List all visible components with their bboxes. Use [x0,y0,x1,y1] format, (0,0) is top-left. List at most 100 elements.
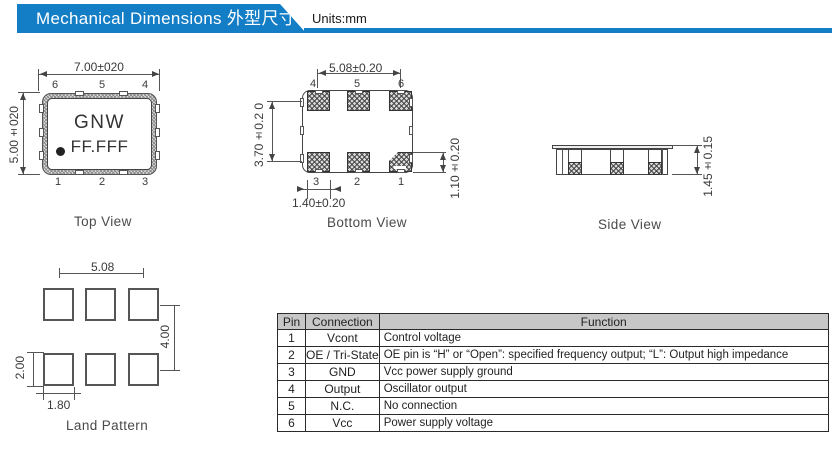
top-view-label: Top View [74,214,132,229]
dimension-tick [672,174,702,175]
pin1-marker-dot [56,147,65,156]
castellation-notch [155,104,160,113]
dimension-tick [267,101,302,102]
dim-arrow [40,71,47,77]
dim-arrow [440,153,446,160]
castellation-notch [300,98,304,107]
pad-width-dimension: 1.40±0.20 [292,196,346,210]
dimension-line [59,273,144,274]
dimension-tick [159,69,160,91]
dim-arrow [334,186,341,192]
pin-number: 5 [99,79,106,91]
dim-arrow [297,186,304,192]
side-pad [648,162,662,175]
pad-channel [568,150,582,162]
dim-arrow [393,70,400,76]
pin-number: 3 [142,176,149,188]
castellation-notch [300,126,304,135]
dimension-line [174,305,175,370]
dim-arrow [269,102,275,109]
pin-number-cell: 4 [277,380,306,398]
pad-span-dimension: 5.08±0.20 [329,61,383,75]
castellation-notch [75,170,84,175]
land-pad [85,288,116,321]
dimension-line [697,145,698,175]
pin-number: 2 [354,176,361,188]
part-marking-logo: GNW [74,111,125,133]
dimension-line [297,189,341,190]
side-view-lid [552,145,673,149]
dim-arrow [20,93,26,100]
dim-arrow [269,154,275,161]
connection-cell: Vcont [305,329,380,347]
side-view-end-line [662,149,663,175]
dimension-tick [38,69,39,91]
connection-cell: OE / Tri-State [305,346,380,364]
pad-channel [610,150,624,162]
dim-arrow [20,167,26,174]
pad-4 [307,91,330,111]
section-banner: Mechanical Dimensions 外型尺寸 [17,4,306,33]
pin-number-cell: 1 [277,329,306,347]
dimension-line [23,92,24,175]
part-marking-frequency: FF.FFF [70,136,129,156]
side-view-end-line [562,149,563,175]
pad-notch [397,90,405,94]
section-title: Mechanical Dimensions 外型尺寸 [36,9,297,28]
dimension-tick [160,370,180,371]
function-column-header: Function [378,313,829,330]
dimension-tick [160,305,180,306]
dimension-line [33,352,34,386]
castellation-notch [155,128,160,137]
dimension-tick [143,268,144,278]
castellation-notch [409,98,413,107]
pin-number: 1 [55,176,62,188]
castellation-notch [39,104,44,113]
dimension-tick [18,92,40,93]
pin1-marker-bar [394,166,406,169]
pin-column-header: Pin [277,313,306,330]
pin-number: 6 [398,78,405,90]
pad-notch [355,90,363,94]
land-pattern-label: Land Pattern [66,418,149,433]
row-pitch-dimension: 4.00 [158,325,172,349]
connection-cell: Output [305,380,380,398]
dim-arrow [694,146,700,153]
table-header-row: Pin Connection Function [277,313,829,330]
castellation-notch [39,151,44,160]
dimension-line [317,73,401,74]
land-pad [128,353,159,386]
castellation-notch [409,154,413,163]
pin-number: 2 [99,176,106,188]
pin-number-cell: 5 [277,397,306,415]
land-pad [43,288,74,321]
pad-notch [315,90,323,94]
pin-number: 4 [310,78,317,90]
side-view-label: Side View [598,217,662,232]
pin-number: 6 [52,79,59,91]
land-pad [85,353,116,386]
dimension-tick [413,152,446,153]
castellation-notch [155,151,160,160]
units-label: Units:mm [312,11,367,26]
pin-number: 4 [142,79,149,91]
dimension-tick [400,69,401,88]
pin-number: 1 [398,176,405,188]
top-view-width-dimension: 7.00±020 [74,60,124,74]
dimension-line [38,74,160,75]
side-pad [610,162,624,175]
connection-column-header: Connection [305,313,380,330]
dimension-tick [27,352,44,353]
land-pad [43,353,74,386]
function-cell: Control voltage [378,329,829,347]
dimension-tick [672,145,702,146]
pad-notch [355,169,363,173]
function-cell: Oscillator output [378,380,829,398]
